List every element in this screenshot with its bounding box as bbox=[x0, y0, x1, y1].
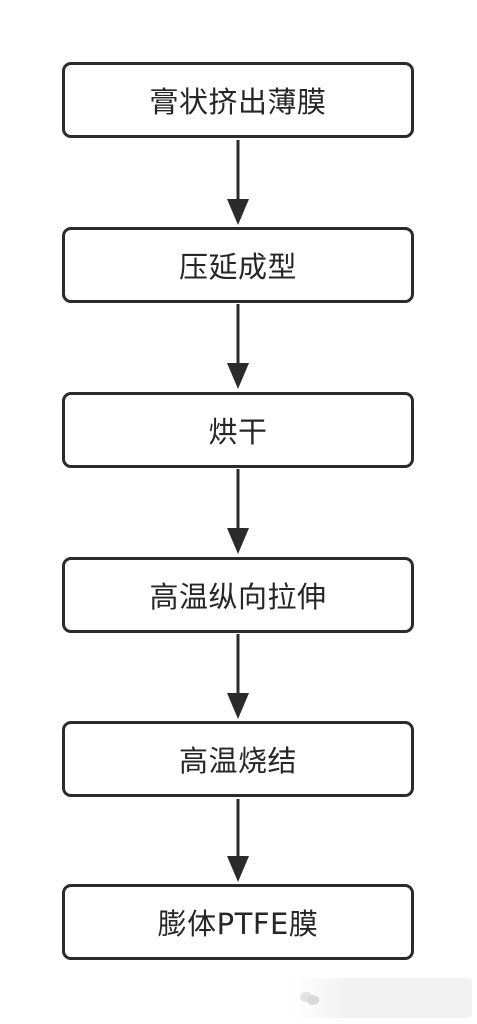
arrow-4-head bbox=[227, 693, 249, 719]
arrow-1-head bbox=[227, 199, 249, 225]
watermark bbox=[292, 978, 472, 1018]
step-label-3: 烘干 bbox=[208, 415, 268, 449]
step-box-3: 烘干 bbox=[62, 392, 414, 468]
step-box-4: 高温纵向拉伸 bbox=[62, 557, 414, 633]
step-label-1: 膏状挤出薄膜 bbox=[149, 85, 327, 119]
step-box-2: 压延成型 bbox=[62, 227, 414, 303]
wechat-icon bbox=[300, 990, 320, 1006]
step-label-2: 压延成型 bbox=[178, 250, 297, 284]
step-box-1: 膏状挤出薄膜 bbox=[62, 62, 414, 138]
arrow-5-head bbox=[227, 856, 249, 882]
step-box-6: 膨体PTFE膜 bbox=[62, 884, 414, 960]
step-box-5: 高温烧结 bbox=[62, 721, 414, 797]
step-label-6: 膨体PTFE膜 bbox=[157, 907, 319, 941]
step-label-5: 高温烧结 bbox=[178, 744, 297, 778]
step-label-4: 高温纵向拉伸 bbox=[149, 580, 327, 614]
arrow-3-head bbox=[227, 528, 249, 554]
arrow-2-head bbox=[227, 363, 249, 389]
